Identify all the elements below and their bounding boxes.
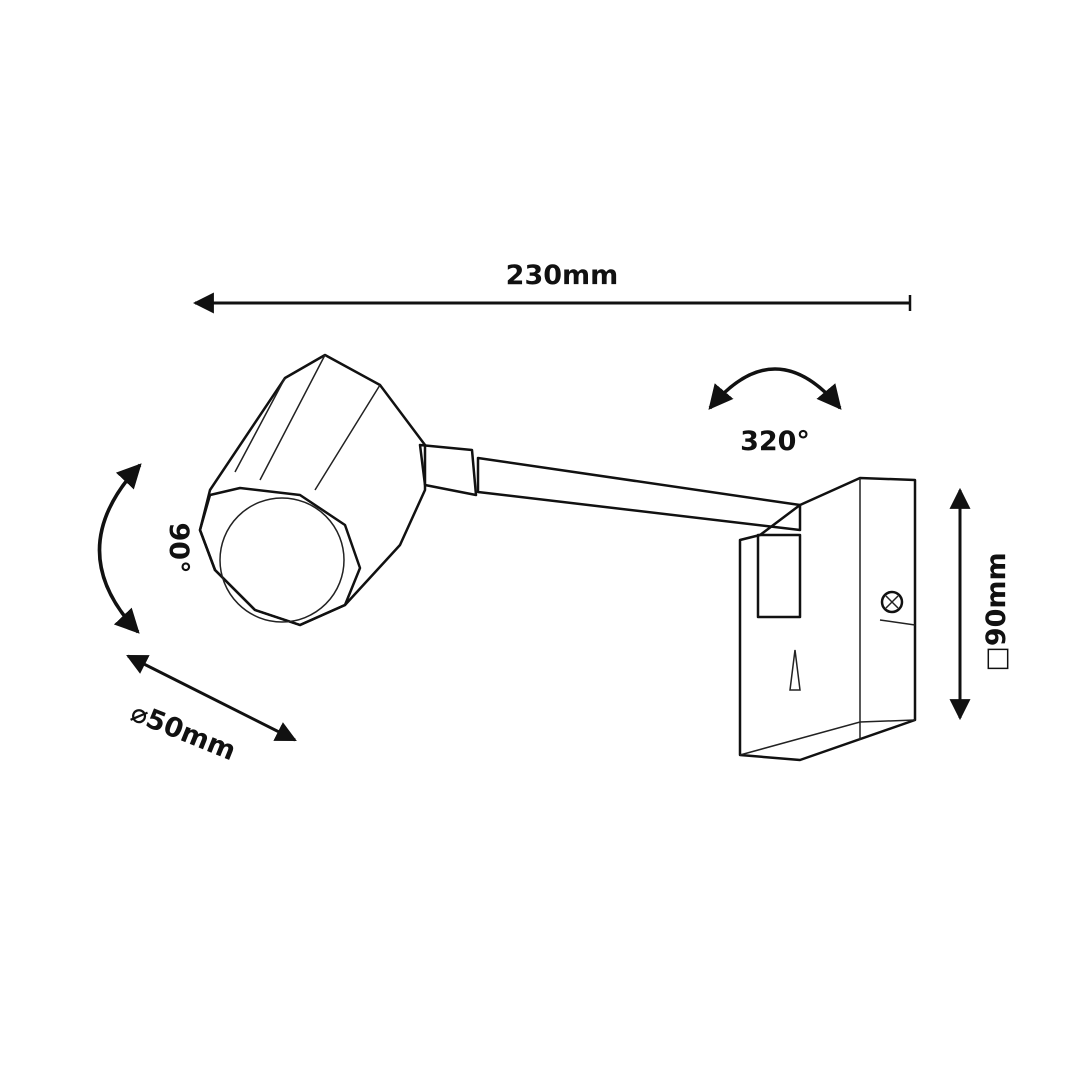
- tilt-dimension: 90°: [97, 463, 194, 634]
- rotation-label: 320°: [740, 426, 810, 457]
- diameter-label: ⌀50mm: [126, 697, 240, 767]
- lamp-illustration: [198, 353, 917, 762]
- base-size-label: □90mm: [981, 552, 1012, 671]
- tilt-label: 90°: [163, 522, 194, 573]
- length-dimension: 230mm: [192, 260, 912, 314]
- length-label: 230mm: [506, 260, 619, 291]
- base-dimension: □90mm: [949, 487, 1012, 721]
- rotation-dimension: 320°: [708, 367, 842, 457]
- diameter-dimension: ⌀50mm: [126, 654, 297, 767]
